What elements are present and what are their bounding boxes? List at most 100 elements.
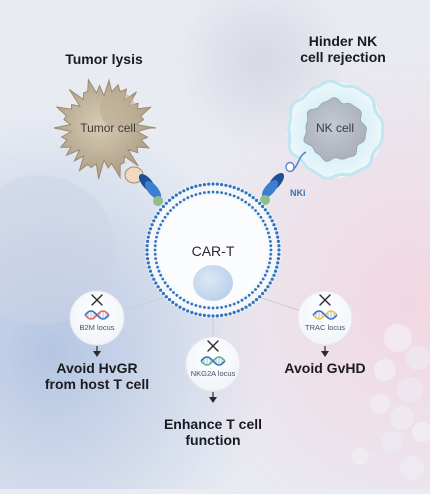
membrane-dot	[263, 208, 267, 212]
membrane-dot	[251, 300, 255, 304]
membrane-dot	[148, 269, 153, 273]
membrane-dot	[169, 209, 172, 212]
nki-receptor-arm-light	[261, 179, 279, 199]
membrane-dot	[157, 227, 161, 231]
membrane-dot	[240, 198, 244, 202]
label-tumor-lysis: Tumor lysis	[65, 51, 143, 67]
membrane-dot	[202, 313, 206, 317]
membrane-dot	[163, 281, 167, 285]
label-avoid-hvgr-line1: Avoid HvGR	[56, 360, 138, 376]
membrane-dot	[211, 182, 215, 186]
membrane-dot	[169, 288, 172, 291]
membrane-dot	[247, 203, 251, 207]
locus-nkg2a	[185, 336, 241, 392]
membrane-dot	[207, 190, 211, 194]
membrane-dot	[248, 303, 252, 307]
membrane-dot	[159, 208, 163, 212]
locus-nkg2a-label: NKG2A locus	[190, 369, 236, 378]
nki-receptor	[260, 151, 307, 205]
membrane-dot	[186, 309, 190, 313]
membrane-dot	[269, 248, 273, 252]
membrane-dot	[272, 223, 276, 227]
membrane-dot	[154, 257, 158, 260]
membrane-dot	[273, 227, 278, 231]
membrane-dot	[207, 314, 211, 318]
dna-helix-icon	[84, 310, 110, 320]
membrane-dot	[240, 298, 244, 302]
membrane-dot	[178, 305, 182, 309]
membrane-dot	[270, 219, 274, 223]
membrane-dot	[258, 295, 262, 299]
car-receptor-base	[153, 196, 163, 206]
membrane-dot	[167, 198, 172, 202]
label-hinder-nk-line1: Hinder NK	[308, 33, 378, 49]
membrane-dot	[277, 244, 281, 248]
membrane-dot	[146, 235, 150, 239]
membrane-dot	[178, 296, 182, 300]
membrane-dot	[268, 235, 271, 239]
membrane-dot	[269, 240, 272, 243]
membrane-dot	[153, 248, 157, 252]
arrow-down-icon	[93, 346, 101, 357]
membrane-dot	[244, 296, 248, 300]
membrane-dot	[190, 194, 194, 198]
membrane-dot	[272, 273, 276, 277]
close-x-icon	[207, 340, 219, 352]
nki-receptor-base	[260, 195, 270, 205]
membrane-dot	[154, 281, 158, 285]
membrane-dot	[207, 182, 211, 186]
membrane-dot	[261, 277, 265, 281]
membrane-dot	[215, 190, 219, 194]
membrane-dot	[145, 252, 149, 256]
membrane-dot	[150, 273, 154, 277]
membrane-dot	[236, 196, 240, 200]
membrane-dot	[203, 191, 206, 195]
membrane-dot	[267, 265, 270, 269]
membrane-dot	[251, 206, 254, 209]
membrane-dot	[224, 313, 228, 317]
membrane-dot	[228, 312, 232, 316]
background-molecule-cluster	[351, 324, 430, 480]
membrane-dot	[190, 302, 194, 306]
membrane-dot	[186, 300, 190, 304]
membrane-dot	[182, 189, 186, 193]
membrane-dot	[275, 231, 279, 235]
membrane-dot	[194, 304, 198, 307]
membrane-dot	[161, 219, 165, 223]
membrane-dot	[159, 288, 163, 292]
membrane-dot	[171, 196, 175, 200]
membrane-dot	[157, 269, 161, 273]
membrane-dot	[146, 261, 150, 265]
car-t-label: CAR-T	[191, 243, 235, 259]
membrane-dot	[261, 219, 265, 223]
membrane-dot	[232, 310, 236, 315]
membrane-dot	[228, 304, 232, 307]
membrane-dot	[228, 193, 232, 197]
car-t-cell	[145, 182, 281, 318]
membrane-dot	[145, 248, 149, 252]
membrane-dot	[266, 285, 270, 289]
membrane-dot	[152, 277, 156, 281]
dna-helix-icon	[200, 356, 226, 366]
membrane-dot	[248, 193, 252, 197]
label-avoid-hvgr-line2: from host T cell	[44, 375, 150, 392]
membrane-dot	[236, 309, 240, 313]
membrane-dot	[268, 261, 271, 265]
tumor-cell	[53, 78, 157, 180]
membrane-dot	[215, 306, 219, 310]
membrane-dot	[156, 231, 160, 235]
label-avoid-hvgr: Avoid HvGR from host T cell	[27, 360, 167, 392]
membrane-dot	[232, 302, 236, 306]
membrane-dot	[156, 211, 160, 215]
membrane-dot	[182, 198, 186, 202]
membrane-dot	[259, 215, 263, 219]
membrane-dot	[254, 288, 257, 291]
membrane-dot	[247, 293, 251, 297]
membrane-dot	[220, 183, 224, 187]
membrane-dot	[254, 198, 259, 202]
membrane-dot	[156, 285, 160, 289]
membrane-dot	[224, 192, 228, 195]
membrane-dot	[259, 281, 263, 285]
